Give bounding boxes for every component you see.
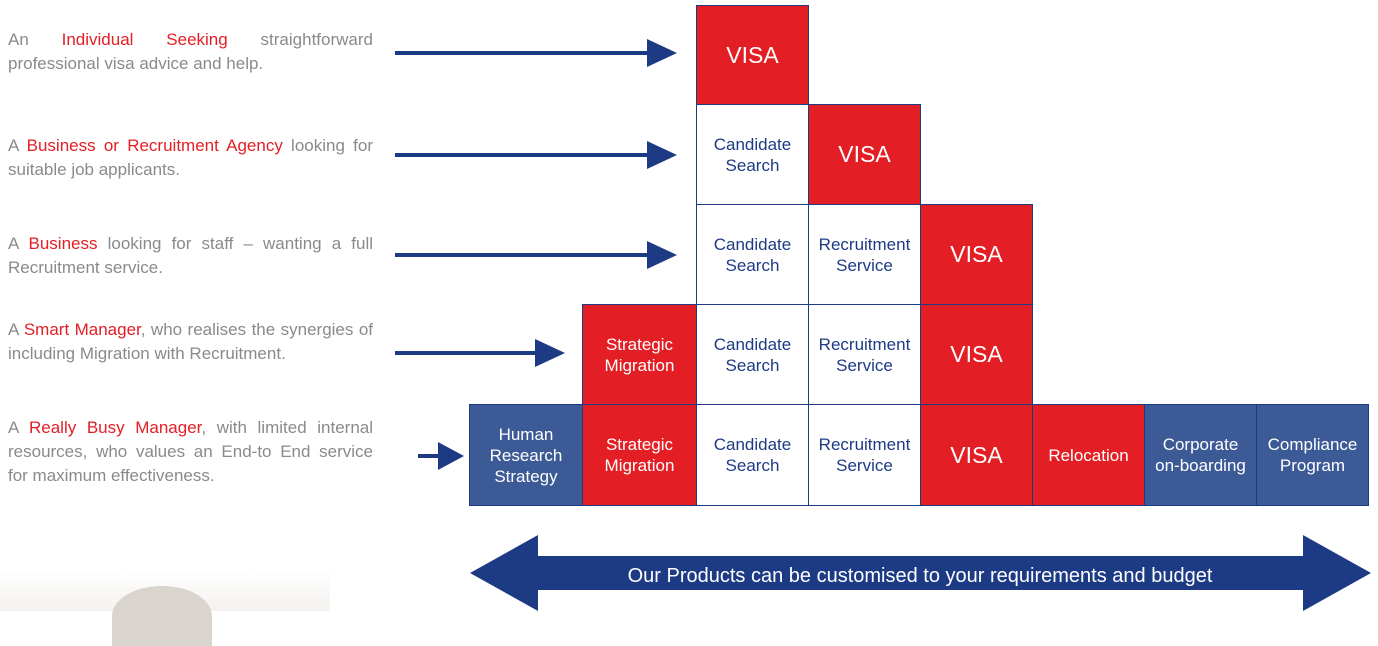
desc-text: , with limited internal resources, who v… xyxy=(8,418,374,485)
banner-text: Our Products can be customised to your r… xyxy=(627,564,1213,587)
cell-label: Candidate Search xyxy=(713,435,792,475)
product-cell-candidate-search: Candidate Search xyxy=(696,404,809,506)
arrow-right-icon xyxy=(395,241,677,269)
product-cell-candidate-search: Candidate Search xyxy=(696,204,809,305)
product-cell-candidate-search: Candidate Search xyxy=(696,104,809,205)
cell-label: VISA xyxy=(950,341,1003,367)
cell-label: Candidate Search xyxy=(713,234,792,275)
product-cell-recruitment-service: Recruitment Service xyxy=(808,304,921,405)
desc-text: A xyxy=(8,234,29,253)
desc-text: looking for staff – wanting a full Recru… xyxy=(8,234,374,277)
arrow-right-icon xyxy=(395,39,677,67)
desc-text: looking for suitable job applicants. xyxy=(8,136,373,179)
desc-text: A xyxy=(8,418,29,437)
desc-text: A xyxy=(8,320,24,339)
product-cell-compliance-program: Compliance Program xyxy=(1256,404,1369,506)
cell-label: Strategic Migration xyxy=(604,435,675,475)
row-description-1: An Individual Seeking straightforward pr… xyxy=(8,28,373,76)
product-cell-visa: VISA xyxy=(808,104,921,205)
desc-text: An xyxy=(8,30,62,49)
cell-label: Recruitment Service xyxy=(818,334,911,375)
cell-label: VISA xyxy=(726,41,779,68)
cell-label: Strategic Migration xyxy=(604,334,675,375)
product-cell-visa: VISA xyxy=(920,404,1033,506)
person-photo xyxy=(0,568,330,646)
desc-highlight: Individual Seeking xyxy=(61,30,228,49)
product-cell-candidate-search: Candidate Search xyxy=(696,304,809,405)
cell-label: Candidate Search xyxy=(713,334,792,375)
row-description-5: A Really Busy Manager, with limited inte… xyxy=(8,416,373,488)
cell-label: Human Research Strategy xyxy=(489,424,563,486)
cell-label: VISA xyxy=(950,241,1003,267)
cell-label: Compliance Program xyxy=(1267,435,1358,475)
product-cell-human-research-strategy: Human Research Strategy xyxy=(469,404,583,506)
product-cell-relocation: Relocation xyxy=(1032,404,1145,506)
cell-label: Corporate on-boarding xyxy=(1155,435,1246,475)
product-cell-recruitment-service: Recruitment Service xyxy=(808,204,921,305)
desc-text: straightforward professional visa advice… xyxy=(8,30,373,73)
product-cell-strategic-migration: Strategic Migration xyxy=(582,404,697,506)
product-cell-corporate-onboarding: Corporate on-boarding xyxy=(1144,404,1257,506)
product-cell-visa: VISA xyxy=(920,204,1033,305)
arrow-right-icon xyxy=(395,141,677,169)
desc-text: , who realises the synergies of includin… xyxy=(8,320,374,363)
row-description-3: A Business looking for staff – wanting a… xyxy=(8,232,373,280)
product-cell-visa: VISA xyxy=(696,5,809,105)
cell-label: Recruitment Service xyxy=(818,234,911,275)
desc-highlight: Business xyxy=(28,234,98,253)
desc-highlight: Really Busy Manager xyxy=(29,418,202,437)
desc-highlight: Business or Recruitment Agency xyxy=(26,136,283,155)
arrow-right-icon xyxy=(418,442,464,470)
cell-label: Recruitment Service xyxy=(818,435,911,475)
row-description-2: A Business or Recruitment Agency looking… xyxy=(8,134,373,182)
product-cell-recruitment-service: Recruitment Service xyxy=(808,404,921,506)
cell-label: VISA xyxy=(950,441,1003,468)
cell-label: Candidate Search xyxy=(713,134,792,175)
row-description-4: A Smart Manager, who realises the synerg… xyxy=(8,318,373,366)
cell-label: Relocation xyxy=(1048,445,1129,465)
desc-text: A xyxy=(8,136,27,155)
double-arrow-banner xyxy=(470,535,1371,611)
desc-highlight: Smart Manager xyxy=(23,320,141,339)
cell-label: VISA xyxy=(838,141,891,167)
product-cell-visa: VISA xyxy=(920,304,1033,405)
product-cell-strategic-migration: Strategic Migration xyxy=(582,304,697,405)
arrow-right-icon xyxy=(395,339,565,367)
person-head xyxy=(112,586,212,646)
